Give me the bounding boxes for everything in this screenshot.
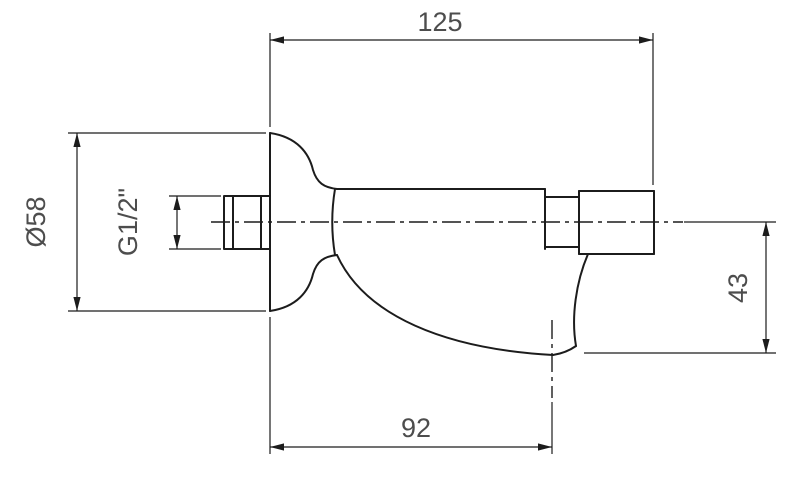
dimension-top-width: 125 (269, 7, 654, 185)
dimension-outlet-drop: 43 (584, 221, 776, 354)
dimension-label-thread: G1/2" (113, 188, 143, 256)
dimension-outlet-offset: 92 (269, 317, 553, 454)
spout-curve-outline (336, 253, 589, 356)
arrowhead-down (762, 339, 770, 353)
arrowhead-down (73, 297, 81, 311)
dimension-label-outlet-offset: 92 (401, 413, 431, 443)
arrowhead-up (73, 133, 81, 147)
arrowhead-left (270, 36, 284, 44)
arrowhead-right (538, 443, 552, 451)
arrowhead-right (639, 36, 653, 44)
spout-drawing (223, 132, 655, 356)
arrowhead-up (762, 222, 770, 236)
arrowhead-left (270, 443, 284, 451)
dimension-label-top-width: 125 (417, 7, 462, 37)
arrowhead-up (173, 196, 181, 210)
dimension-label-outlet-drop: 43 (723, 273, 753, 303)
centerlines (211, 221, 683, 398)
arrowhead-down (173, 235, 181, 249)
dimension-label-flange-diameter: Ø58 (21, 196, 51, 247)
dimension-flange-diameter: Ø58 (21, 132, 266, 312)
dimension-thread: G1/2" (113, 188, 221, 256)
